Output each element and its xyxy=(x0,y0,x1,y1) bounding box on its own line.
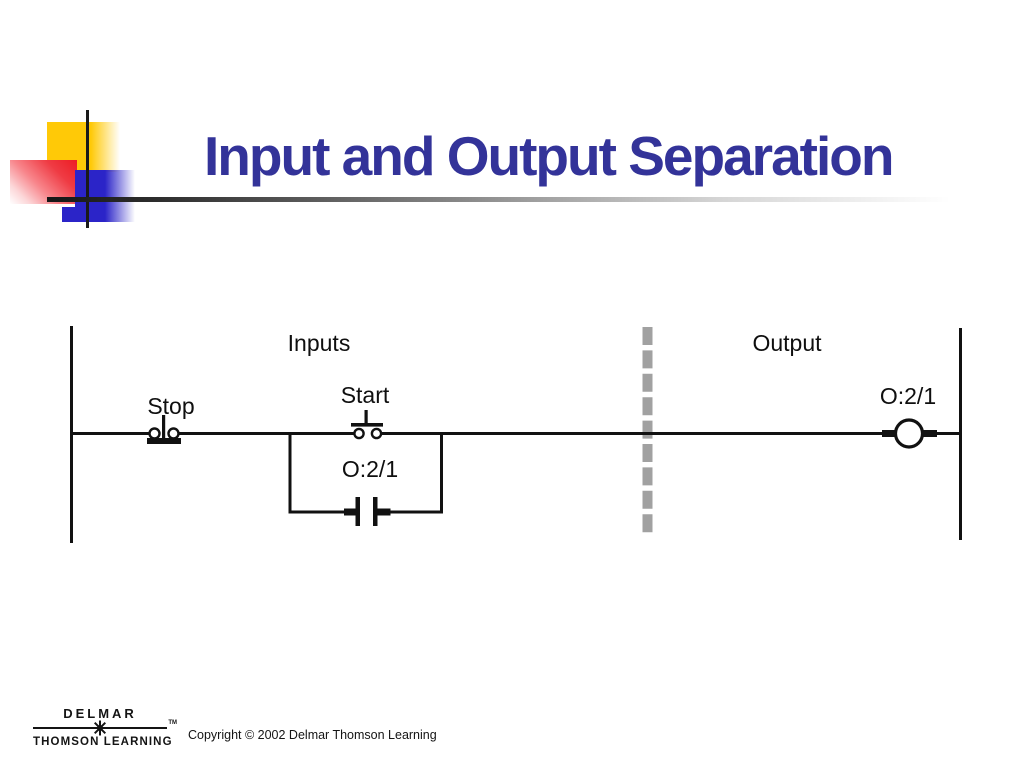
start-contact-symbol xyxy=(351,410,383,440)
start-contact-label: Start xyxy=(341,382,390,408)
stop-contact-symbol xyxy=(147,415,181,444)
starburst-icon xyxy=(92,720,108,736)
seal-in-branch xyxy=(288,433,443,514)
decor-blue-square-small xyxy=(62,207,76,222)
decor-red-square xyxy=(10,160,77,204)
slide-title: Input and Output Separation xyxy=(204,125,894,187)
decor-vertical-line xyxy=(86,110,89,228)
logo-thomson-text: THOMSON LEARNING xyxy=(33,736,173,748)
stop-contact-label: Stop xyxy=(147,393,194,419)
decor-blue-square xyxy=(75,170,135,222)
logo-trademark: TM xyxy=(168,720,177,726)
output-section-label: Output xyxy=(752,330,822,356)
output-coil-label: O:2/1 xyxy=(880,383,936,409)
publisher-logo: DELMAR TM THOMSON LEARNING xyxy=(33,706,177,748)
output-coil-symbol xyxy=(882,418,937,449)
seal-in-contact-label: O:2/1 xyxy=(342,456,398,482)
logo-divider: TM xyxy=(33,720,177,736)
copyright-text: Copyright © 2002 Delmar Thomson Learning xyxy=(188,728,437,742)
title-underline-rule xyxy=(47,197,988,202)
logo-delmar-text: DELMAR xyxy=(63,706,137,721)
seal-in-contact-symbol xyxy=(344,497,391,526)
inputs-section-label: Inputs xyxy=(288,330,351,356)
